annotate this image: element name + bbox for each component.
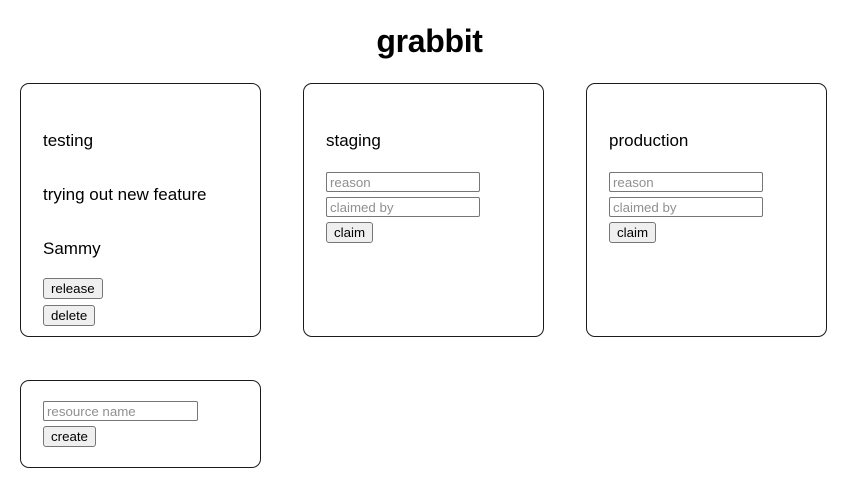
claim-form-production: claim	[609, 172, 804, 243]
reason-input-staging[interactable]	[326, 172, 480, 192]
resource-claimed-by-testing: Sammy	[43, 239, 101, 258]
create-button[interactable]: create	[43, 426, 96, 447]
reason-input-production[interactable]	[609, 172, 763, 192]
resource-card-row: testing trying out new feature Sammy rel…	[0, 60, 859, 337]
resource-name-staging: staging	[326, 131, 381, 150]
claim-button-production[interactable]: claim	[609, 222, 657, 243]
page-title: grabbit	[376, 23, 483, 59]
resource-card-production: production claim	[586, 83, 827, 337]
delete-button[interactable]: delete	[43, 305, 96, 326]
resource-actions-testing: release delete	[43, 278, 238, 326]
create-card-row: create	[0, 337, 859, 468]
release-button[interactable]: release	[43, 278, 103, 299]
resource-name-testing: testing	[43, 131, 94, 150]
create-resource-card: create	[20, 380, 261, 468]
resource-name-production: production	[609, 131, 689, 150]
resource-card-staging: staging claim	[303, 83, 544, 337]
claimed-by-input-production[interactable]	[609, 197, 763, 217]
claim-button-staging[interactable]: claim	[326, 222, 374, 243]
resource-card-testing: testing trying out new feature Sammy rel…	[20, 83, 261, 337]
create-resource-form: create	[21, 401, 260, 447]
resource-name-input[interactable]	[43, 401, 198, 421]
claim-form-staging: claim	[326, 172, 521, 243]
claimed-by-input-staging[interactable]	[326, 197, 480, 217]
resource-reason-testing: trying out new feature	[43, 185, 207, 204]
